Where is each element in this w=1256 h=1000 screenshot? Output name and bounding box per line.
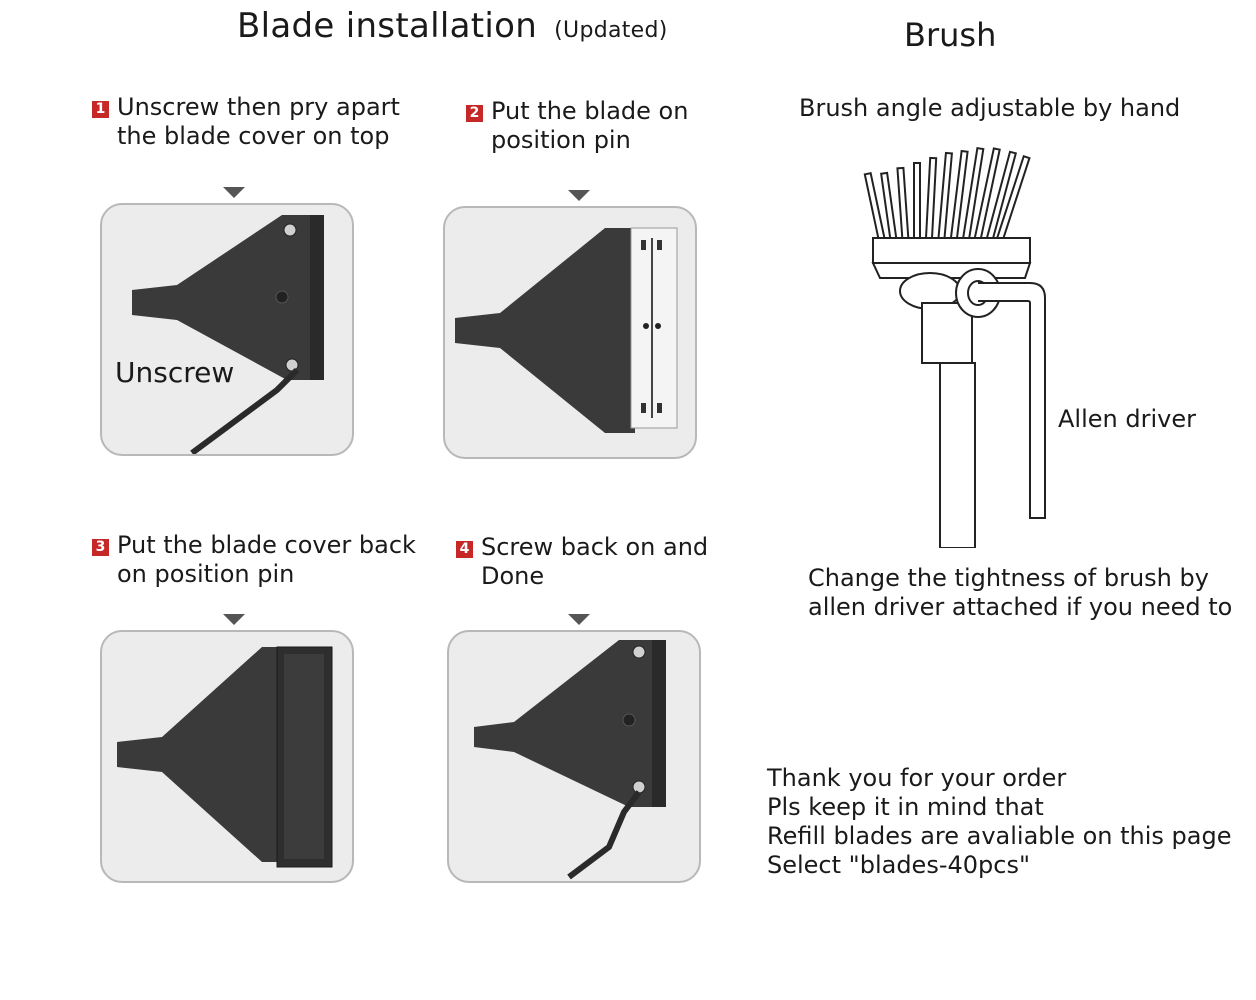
brush-illustration: [860, 143, 1060, 549]
note-line-4: Select "blades-40pcs": [767, 851, 1030, 879]
step-1-badge: 1: [92, 101, 109, 118]
brush-title: Brush: [904, 16, 997, 54]
brush-line-drawing: [863, 146, 1046, 549]
step-4-line2: Done: [481, 562, 545, 590]
step-4-screwed-illustration: [474, 640, 666, 880]
step-1-caption: 1 Unscrew then pry apart the blade cover …: [92, 93, 400, 151]
step-1-image-panel: [100, 203, 354, 456]
step-2-image-panel: [443, 206, 697, 459]
step-1-scraper-illustration: [132, 215, 324, 454]
step-3-cover-illustration: [117, 646, 333, 868]
note-line-1: Thank you for your order: [767, 764, 1067, 792]
step-2-caption: 2 Put the blade on position pin: [466, 97, 688, 155]
brush-caption-top: Brush angle adjustable by hand: [799, 94, 1181, 122]
step-2-line1: Put the blade on: [491, 97, 689, 125]
step-2-badge: 2: [466, 105, 483, 122]
title-text: Blade installation: [237, 6, 538, 46]
title-updated-note: (Updated): [554, 18, 668, 43]
step-3-caption: 3 Put the blade cover back on position pi…: [92, 531, 416, 589]
step-2-arrow: [568, 190, 590, 201]
step-4-line1: Screw back on and: [481, 533, 709, 561]
step-3-arrow: [223, 614, 245, 625]
step-3-badge: 3: [92, 539, 109, 556]
step-3-line1: Put the blade cover back: [117, 531, 416, 559]
step-3-image-panel: [100, 630, 354, 883]
step-1-arrow: [223, 187, 245, 198]
step-3-line2: on position pin: [117, 560, 295, 588]
unscrew-label: Unscrew: [115, 356, 235, 389]
allen-driver-label: Allen driver: [1058, 405, 1196, 433]
step-4-caption: 4 Screw back on and Done: [456, 533, 708, 591]
step-4-image-panel: [447, 630, 701, 883]
note-line-2: Pls keep it in mind that: [767, 793, 1044, 821]
note-line-3: Refill blades are avaliable on this page: [767, 822, 1232, 850]
brush-caption-bottom-2: allen driver attached if you need to: [808, 593, 1233, 621]
step-1-line2: the blade cover on top: [117, 122, 390, 150]
step-2-line2: position pin: [491, 126, 631, 154]
step-2-scraper-blade-illustration: [455, 227, 678, 433]
page-title: Blade installation (Updated): [237, 6, 668, 46]
brush-caption-bottom-1: Change the tightness of brush by: [808, 564, 1209, 592]
step-1-line1: Unscrew then pry apart: [117, 93, 400, 121]
step-4-arrow: [568, 614, 590, 625]
step-4-badge: 4: [456, 541, 473, 558]
